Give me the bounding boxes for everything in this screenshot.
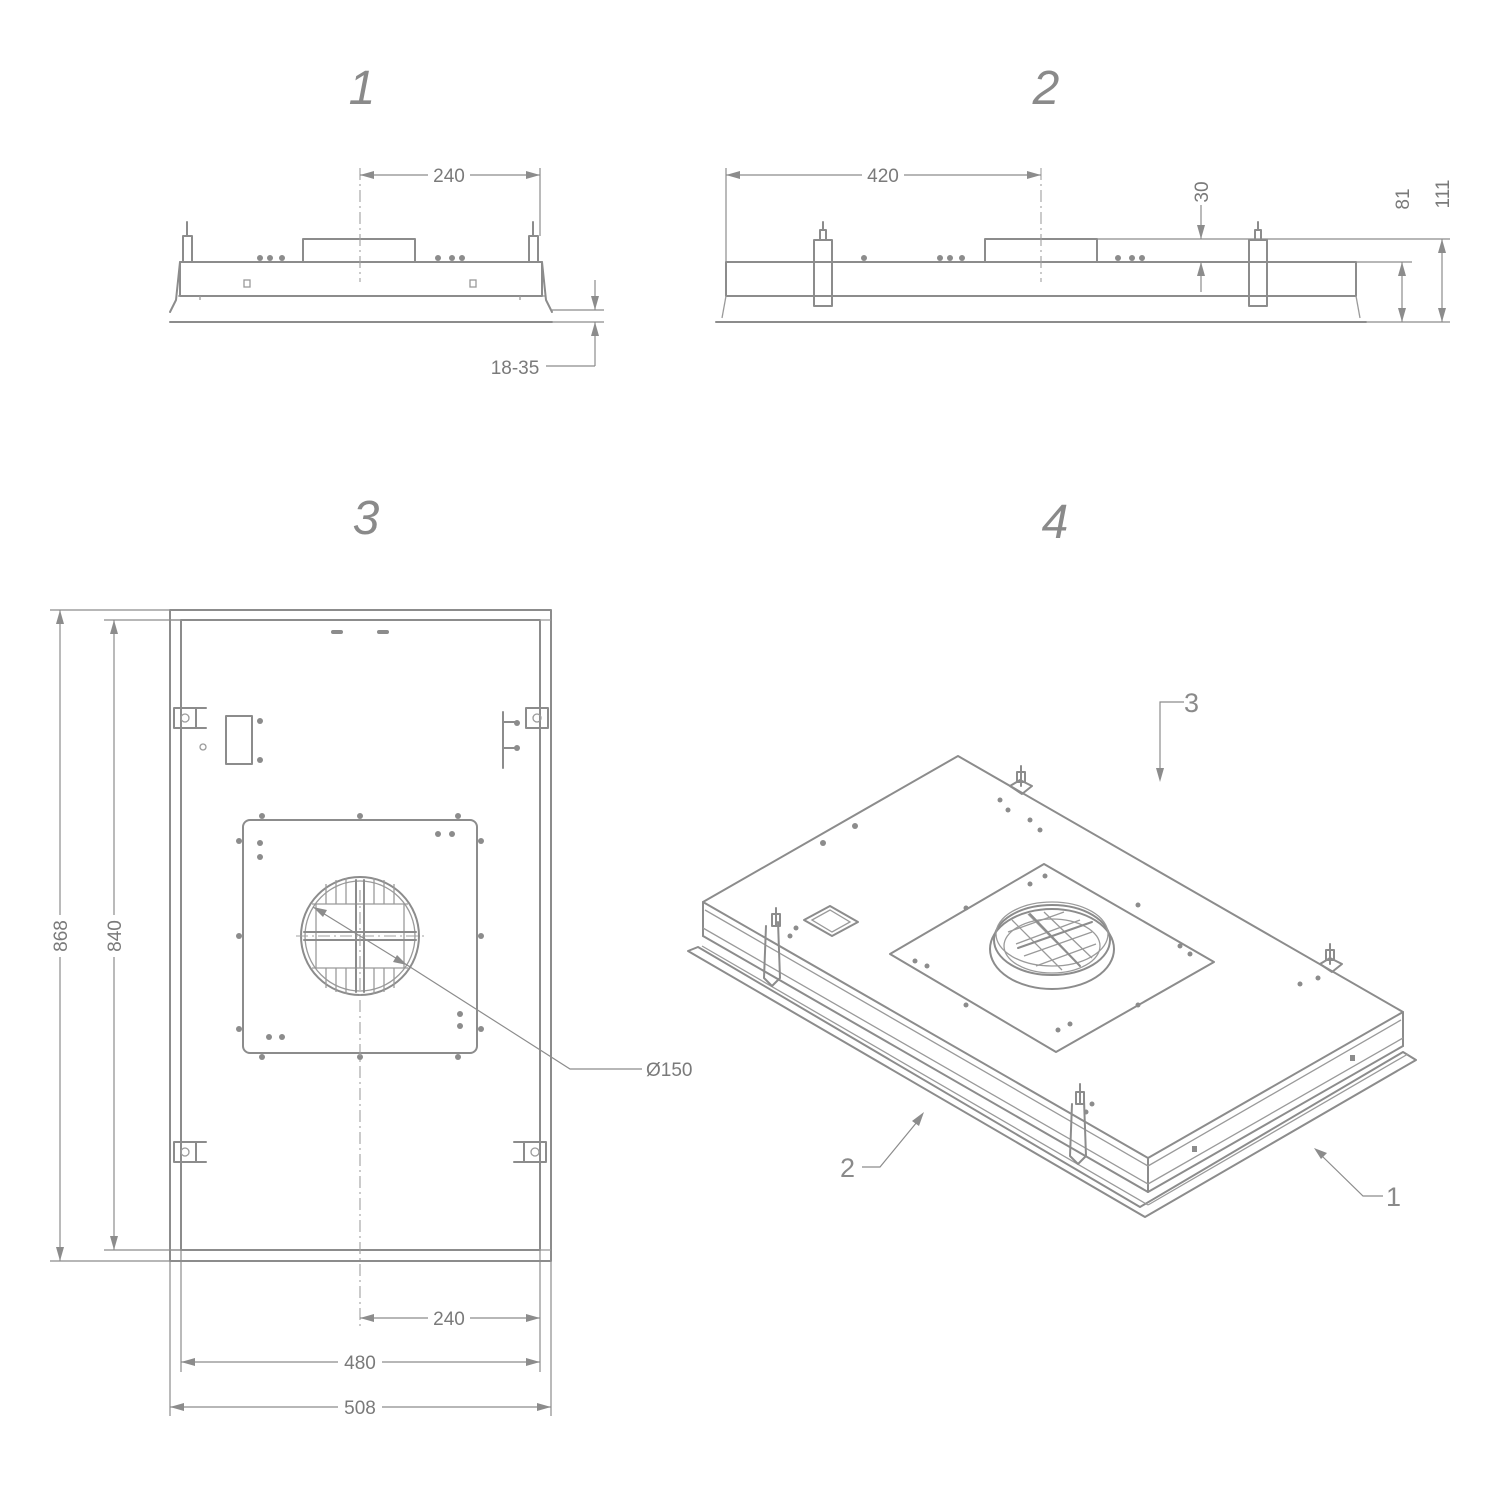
plate-holes	[236, 813, 484, 1060]
iso-bracket-front-right	[1069, 1083, 1087, 1165]
view-3-number: 3	[353, 492, 380, 545]
top-inner-width-label: 480	[344, 1353, 376, 1374]
view-2-number: 2	[1032, 62, 1060, 115]
side-view	[715, 168, 1367, 323]
iso-mounting-plate	[889, 863, 1215, 1053]
view-1-number: 1	[349, 62, 376, 115]
top-view	[169, 609, 552, 1326]
iso-bracket-back-right	[1319, 943, 1343, 973]
front-center-offset-label: 240	[433, 166, 465, 187]
bracket-top-right	[502, 707, 549, 769]
spigot-diameter-label: Ø150	[646, 1060, 692, 1081]
bracket-top-left	[173, 707, 207, 729]
top-total-length-label: 868	[51, 920, 72, 952]
view-4-number: 4	[1042, 496, 1069, 549]
bracket-bottom-right	[513, 1141, 547, 1163]
iso-spigot-grille	[1007, 911, 1097, 971]
iso-bracket-back-left	[1009, 765, 1033, 795]
isometric-view	[687, 755, 1417, 1218]
side-spigot-height-label: 30	[1192, 181, 1213, 202]
iso-callout-view-1: 1	[1386, 1182, 1401, 1212]
iso-callouts: 3 2 1	[840, 688, 1401, 1212]
side-body-height-label: 81	[1393, 188, 1414, 209]
iso-callout-view-3: 3	[1184, 688, 1199, 718]
top-center-offset-label: 240	[433, 1309, 465, 1330]
top-total-width-label: 508	[344, 1398, 376, 1419]
front-dimensions: 240 18-35	[360, 163, 604, 379]
side-total-height-label: 111	[1433, 180, 1454, 209]
front-view	[169, 168, 553, 323]
front-flange-label: 18-35	[491, 358, 540, 379]
side-dimensions: 420 30 81 111	[725, 163, 1454, 323]
side-center-offset-label: 420	[867, 166, 899, 187]
bracket-bottom-left	[173, 1141, 207, 1163]
iso-bracket-front-left	[763, 907, 781, 987]
top-dimensions: 868 840 240 480 508	[48, 609, 692, 1419]
top-inner-length-label: 840	[105, 920, 126, 952]
iso-callout-view-2: 2	[840, 1153, 855, 1183]
